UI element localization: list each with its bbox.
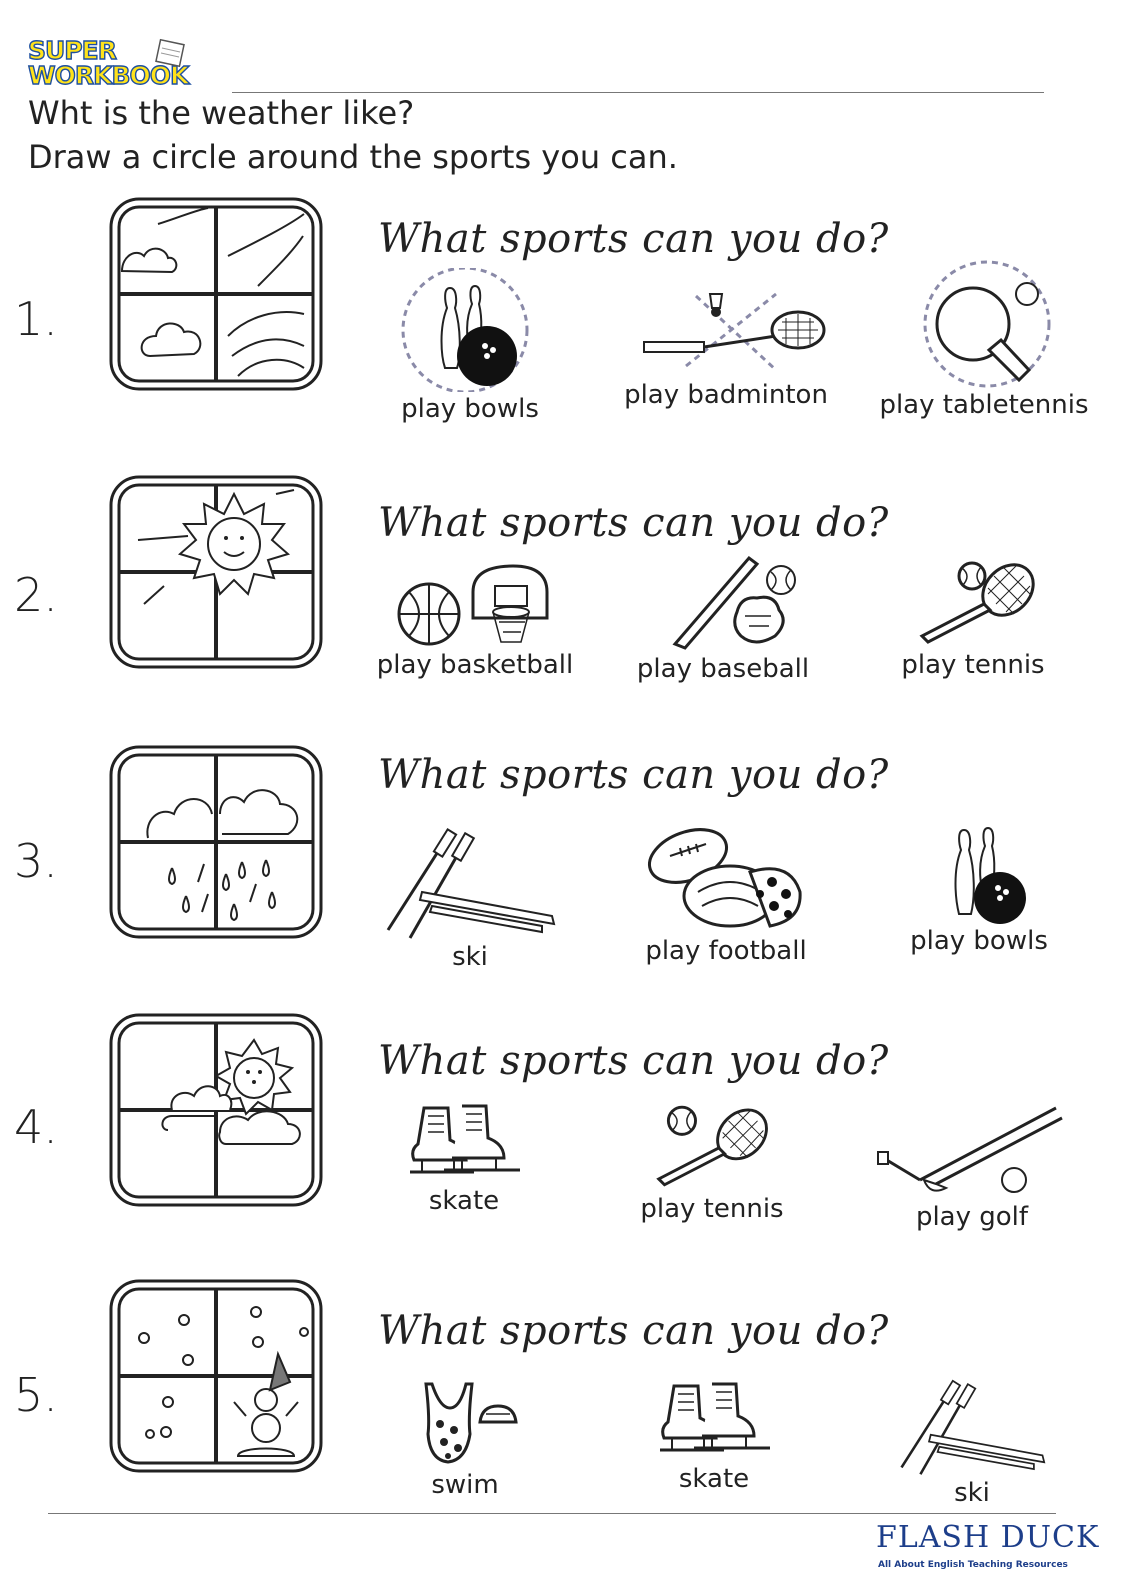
brand-tagline: All About English Teaching Resources [878,1560,1068,1570]
question-number: 1. [14,292,58,346]
skate-icon [660,1382,770,1452]
tennis-icon [656,1105,768,1187]
option-label: play golf [915,1202,1029,1232]
notepad-icon [155,38,185,68]
partly-cloudy-icon [109,1013,323,1207]
option-play-tennis-2[interactable]: play tennis [630,1100,794,1224]
table-tennis-icon [923,260,1051,388]
tennis-icon [919,561,1035,644]
option-play-bowls[interactable]: play bowls [380,268,560,424]
option-play-badminton[interactable]: play badminton [606,286,846,410]
option-label: skate [428,1186,500,1216]
question-number: 3. [14,834,58,888]
option-skate[interactable]: skate [398,1100,530,1216]
sunny-icon [109,475,323,669]
golf-icon [877,1106,1063,1193]
option-play-football[interactable]: play football [626,822,826,966]
option-label: ski [954,1478,990,1508]
logo-line-1: SUPER [27,36,117,65]
option-label: play bowls [401,394,539,424]
skate-icon [410,1104,520,1174]
instruction-circle: Draw a circle around the sports you can. [28,138,678,176]
option-label: play tennis [640,1194,784,1224]
question-title: What sports can you do? [378,216,889,262]
football-icon [648,828,802,928]
option-play-golf[interactable]: play golf [876,1100,1068,1232]
question-number: 4. [14,1100,58,1154]
cloudy-windy-icon [109,197,323,391]
question-title: What sports can you do? [378,500,889,546]
basketball-icon [397,564,549,646]
option-label: play tennis [901,650,1045,680]
option-label: play badminton [624,380,828,410]
question-title: What sports can you do? [378,752,889,798]
option-swim[interactable]: swim [410,1378,520,1500]
super-workbook-logo: SUPER WORKBOOK [27,36,218,96]
bowling-icon [401,268,529,392]
option-play-baseball[interactable]: play baseball [620,552,826,684]
snowy-icon [109,1279,323,1473]
option-play-tabletennis[interactable]: play tabletennis [866,258,1102,420]
option-ski-2[interactable]: ski [886,1378,1058,1508]
option-play-basketball[interactable]: play basketball [362,562,588,680]
question-number: 2. [14,568,58,622]
footer-rule [48,1513,1056,1514]
option-ski[interactable]: ski [380,826,560,972]
badminton-icon [643,292,826,372]
option-label: play baseball [636,654,810,684]
swim-icon [424,1382,518,1464]
option-label: play tabletennis [879,390,1089,420]
option-label: play football [645,936,807,966]
rainy-icon [109,745,323,939]
logo-line-2: WORKBOOK [27,61,190,90]
option-play-bowls-2[interactable]: play bowls [896,826,1062,956]
ski-icon [386,827,556,939]
brand-name: FLASH DUCK [876,1520,1100,1555]
ski-icon [900,1379,1046,1475]
option-label: play basketball [376,650,574,680]
bowling-icon [954,826,1026,924]
option-skate-2[interactable]: skate [654,1378,774,1494]
instruction-weather: Wht is the weather like? [28,94,415,132]
option-label: ski [452,942,488,972]
option-play-tennis[interactable]: play tennis [884,556,1062,680]
baseball-icon [672,555,796,650]
question-title: What sports can you do? [378,1038,889,1084]
header-rule [232,92,1044,93]
option-label: swim [431,1470,499,1500]
flash-duck-logo: FLASH DUCK All About English Teaching Re… [876,1520,1098,1580]
option-label: skate [678,1464,750,1494]
option-label: play bowls [910,926,1048,956]
question-number: 5. [14,1368,58,1422]
question-title: What sports can you do? [378,1308,889,1354]
